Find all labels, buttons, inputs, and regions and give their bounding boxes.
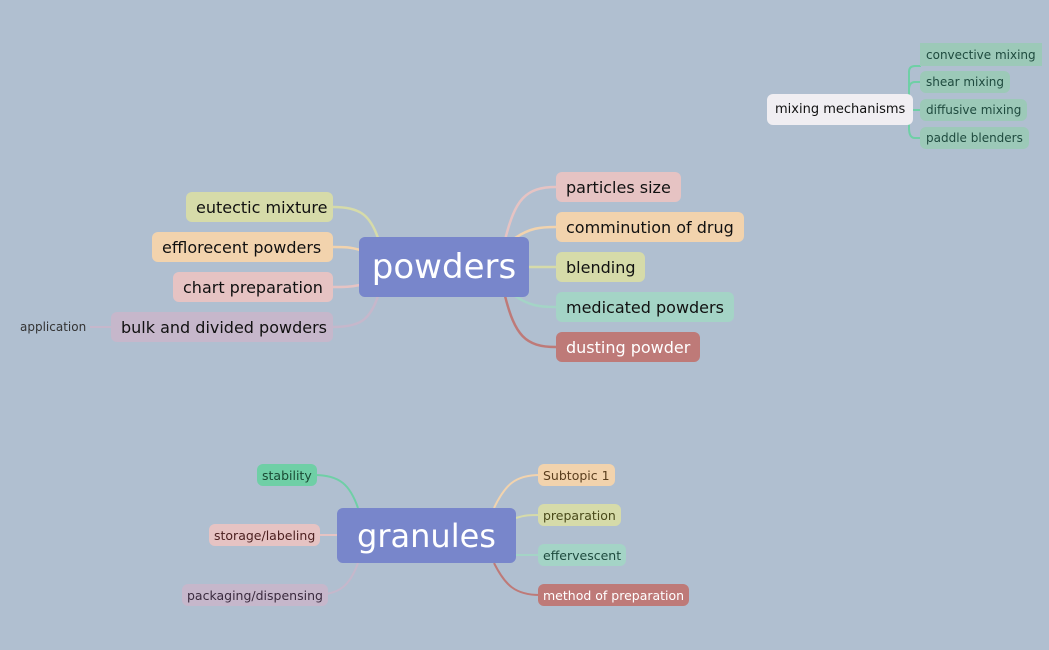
subtopic-paddle-blenders[interactable]: paddle blenders bbox=[920, 127, 1029, 149]
subtopic-shear-mixing[interactable]: shear mixing bbox=[920, 71, 1011, 93]
topic-packaging-dispensing[interactable]: packaging/dispensing bbox=[182, 584, 328, 606]
topic-dusting-powder[interactable]: dusting powder bbox=[556, 332, 701, 362]
topic-storage-labeling[interactable]: storage/labeling bbox=[209, 524, 321, 546]
topic-stability[interactable]: stability bbox=[257, 464, 317, 486]
topic-method-of-preparation[interactable]: method of preparation bbox=[538, 584, 690, 606]
central-topic-granules[interactable]: granules bbox=[337, 508, 516, 563]
subtopic-application[interactable]: application bbox=[20, 320, 87, 334]
topic-efflorecent-powders[interactable]: efflorecent powders bbox=[152, 232, 333, 262]
topic-blending[interactable]: blending bbox=[556, 252, 646, 282]
topic-preparation[interactable]: preparation bbox=[538, 504, 621, 526]
subtopic-diffusive-mixing[interactable]: diffusive mixing bbox=[920, 99, 1028, 121]
topic-effervescent[interactable]: effervescent bbox=[538, 544, 627, 566]
topic-particles-size[interactable]: particles size bbox=[556, 172, 681, 202]
central-topic-powders[interactable]: powders bbox=[359, 237, 529, 297]
topic-mixing-mechanisms[interactable]: mixing mechanisms bbox=[767, 94, 914, 125]
topic-comminution-of-drug[interactable]: comminution of drug bbox=[556, 212, 744, 242]
topic-medicated-powders[interactable]: medicated powders bbox=[556, 292, 734, 322]
topic-subtopic-1[interactable]: Subtopic 1 bbox=[538, 464, 615, 486]
topic-chart-preparation[interactable]: chart preparation bbox=[173, 272, 333, 302]
subtopic-convective-mixing[interactable]: convective mixing bbox=[920, 43, 1042, 66]
topic-eutectic-mixture[interactable]: eutectic mixture bbox=[186, 192, 333, 222]
topic-bulk-and-divided-powders[interactable]: bulk and divided powders bbox=[111, 312, 333, 342]
